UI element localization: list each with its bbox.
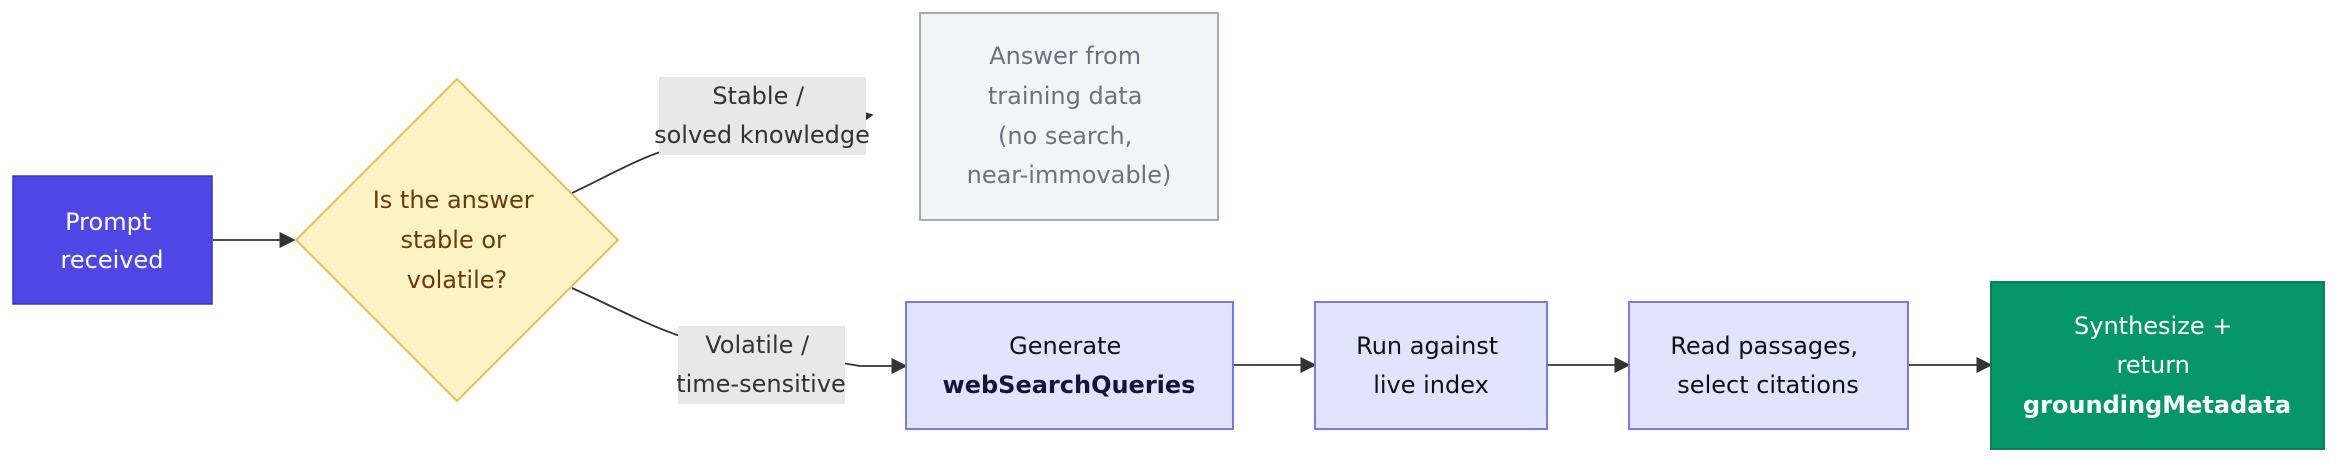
node-synth-line-2: return bbox=[2116, 351, 2189, 379]
node-training-answer[interactable]: Answer from training data (no search, ne… bbox=[919, 12, 1219, 221]
node-run-line-1: Run against bbox=[1356, 332, 1498, 360]
node-decision-diamond bbox=[294, 77, 620, 403]
node-decision[interactable]: Is the answer stable or volatile? bbox=[294, 77, 620, 403]
node-run-index[interactable]: Run against live index bbox=[1314, 301, 1548, 430]
node-decision-line-1: Is the answer bbox=[373, 186, 534, 214]
node-training-answer-text: Answer from training data (no search, ne… bbox=[967, 42, 1172, 189]
node-synth-line-1: Synthesize + bbox=[2074, 312, 2232, 340]
edge-label-stable: Stable / solved knowledge bbox=[654, 77, 870, 155]
node-prompt-received-box bbox=[12, 175, 213, 305]
node-run-index-box bbox=[1314, 301, 1548, 430]
edge-label-volatile: Volatile / time-sensitive bbox=[676, 326, 846, 404]
edge-label-volatile-line-2: time-sensitive bbox=[676, 370, 846, 398]
node-read-passages[interactable]: Read passages, select citations bbox=[1628, 301, 1909, 430]
node-generate-queries-text: Generate webSearchQueries bbox=[943, 332, 1196, 399]
node-training-line-3: (no search, bbox=[998, 122, 1132, 150]
node-training-line-4: near-immovable) bbox=[967, 161, 1172, 189]
node-prompt-received-text: Prompt received bbox=[61, 208, 164, 274]
edge-label-stable-bg bbox=[659, 77, 866, 155]
node-generate-line-2: webSearchQueries bbox=[943, 371, 1196, 399]
node-decision-text: Is the answer stable or volatile? bbox=[373, 186, 542, 294]
node-training-line-2: training data bbox=[988, 82, 1143, 110]
edge-label-volatile-text: Volatile / time-sensitive bbox=[676, 331, 846, 398]
edge-label-stable-line-1: Stable / bbox=[712, 82, 805, 110]
node-prompt-received[interactable]: Prompt received bbox=[12, 175, 213, 305]
node-training-answer-box bbox=[919, 12, 1219, 221]
edge-label-stable-text: Stable / solved knowledge bbox=[654, 82, 870, 149]
node-decision-line-3: volatile? bbox=[407, 266, 508, 294]
edge-label-volatile-line-1: Volatile / bbox=[705, 331, 810, 359]
node-prompt-line-1: Prompt bbox=[65, 208, 151, 236]
node-read-line-2: select citations bbox=[1677, 371, 1858, 399]
edge-label-stable-line-2: solved knowledge bbox=[654, 121, 870, 149]
node-run-index-text: Run against live index bbox=[1356, 332, 1506, 399]
node-read-line-1: Read passages, bbox=[1670, 332, 1858, 360]
node-synthesize-text: Synthesize + return groundingMetadata bbox=[2023, 312, 2291, 419]
node-generate-line-1: Generate bbox=[1009, 332, 1121, 360]
node-read-passages-box bbox=[1628, 301, 1909, 430]
node-generate-queries-box bbox=[905, 301, 1234, 430]
node-synthesize[interactable]: Synthesize + return groundingMetadata bbox=[1990, 281, 2325, 450]
node-generate-queries[interactable]: Generate webSearchQueries bbox=[905, 301, 1234, 430]
node-synth-line-3: groundingMetadata bbox=[2023, 391, 2291, 419]
node-read-passages-text: Read passages, select citations bbox=[1670, 332, 1865, 399]
node-training-line-1: Answer from bbox=[989, 42, 1141, 70]
edge-label-volatile-bg bbox=[678, 326, 845, 404]
node-decision-line-2: stable or bbox=[400, 226, 506, 254]
node-synthesize-box bbox=[1990, 281, 2325, 450]
node-prompt-line-2: received bbox=[61, 246, 164, 274]
node-run-line-2: live index bbox=[1373, 371, 1489, 399]
